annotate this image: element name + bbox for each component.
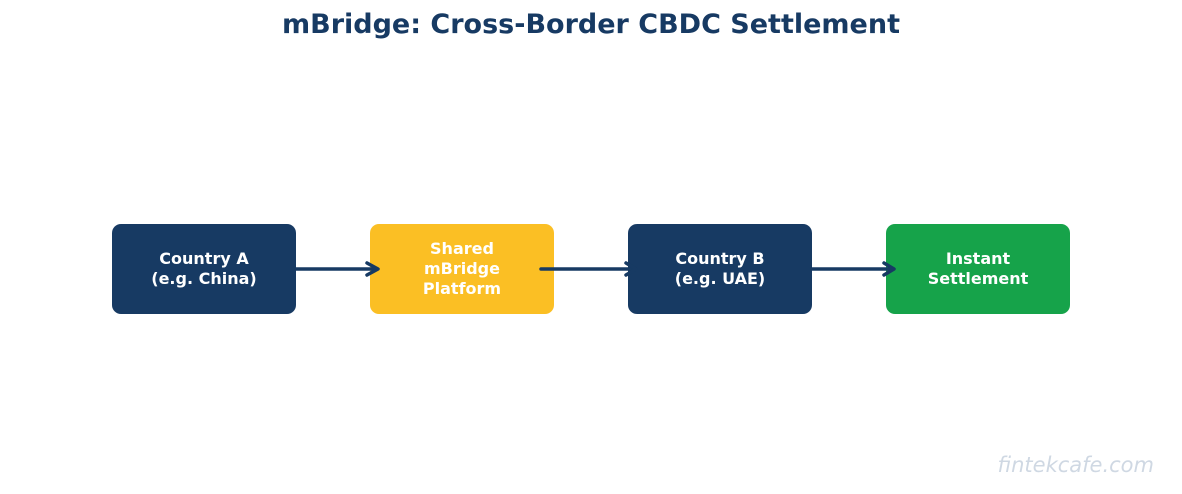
node-shared-mbridge-platform: Shared mBridge Platform — [370, 224, 554, 314]
watermark: fintekcafe.com — [997, 453, 1154, 477]
diagram-title: mBridge: Cross-Border CBDC Settlement — [281, 9, 900, 40]
node-instant-settlement: Instant Settlement — [886, 224, 1070, 314]
node-country-a: Country A (e.g. China) — [112, 224, 296, 314]
node-country-b: Country B (e.g. UAE) — [628, 224, 812, 314]
arrow-platform-to-country-b — [539, 261, 638, 277]
arrow-country-b-to-settlement — [810, 261, 896, 277]
arrow-country-a-to-platform — [294, 261, 380, 277]
